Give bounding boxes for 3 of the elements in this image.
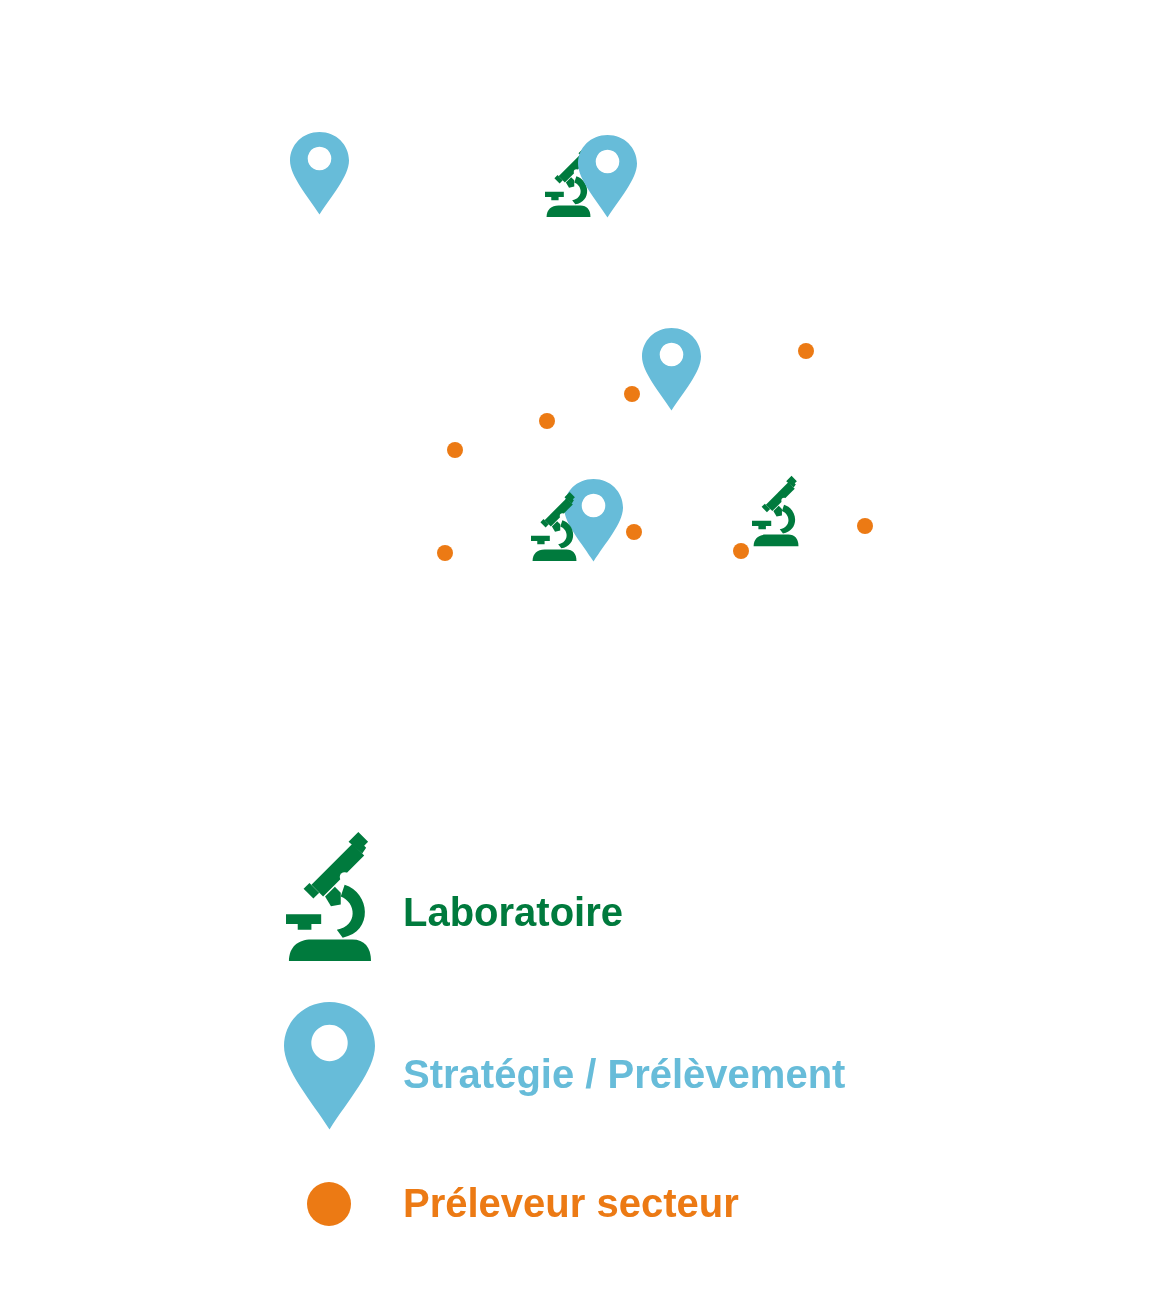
legend-label: Laboratoire	[403, 889, 624, 936]
legend-label: Stratégie / Prélèvement	[403, 1051, 846, 1098]
legend-label: Préleveur secteur	[403, 1180, 739, 1227]
